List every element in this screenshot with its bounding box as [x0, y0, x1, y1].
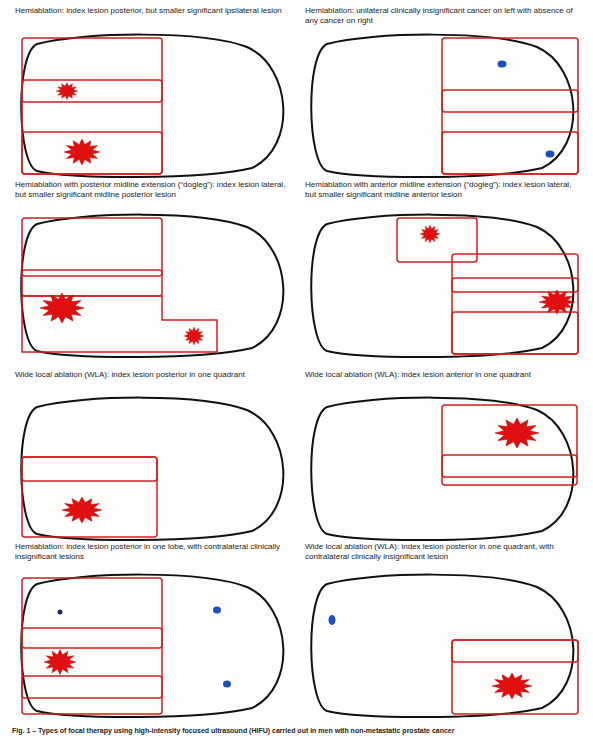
prostate-diagram — [302, 572, 582, 722]
insignificant-lesion — [546, 151, 555, 158]
index-lesion — [62, 497, 102, 523]
ablation-zone — [22, 457, 157, 537]
prostate-outline — [21, 35, 283, 177]
figure-caption: Fig. 1 – Types of focal therapy using hi… — [12, 726, 581, 735]
ablation-zone — [452, 640, 578, 662]
index-lesion — [44, 650, 76, 675]
prostate-diagram — [302, 32, 582, 182]
index-lesion — [64, 139, 100, 165]
prostate-diagram — [12, 572, 292, 722]
prostate-diagram — [302, 395, 582, 545]
ablation-zone — [452, 640, 578, 714]
ablation-zone — [22, 218, 162, 276]
ablation-zone — [22, 270, 162, 296]
index-lesion — [492, 673, 532, 699]
ablation-zone — [442, 405, 577, 485]
prostate-outline — [21, 575, 283, 717]
prostate-diagram — [12, 212, 292, 362]
index-lesion — [40, 293, 84, 323]
ablation-zone — [442, 38, 578, 174]
ablation-zone — [22, 676, 162, 698]
ablation-zone — [22, 628, 162, 648]
index-lesion — [539, 290, 575, 314]
lesion — [420, 225, 440, 243]
prostate-outline — [21, 215, 283, 357]
panel-heading: Hemiablation with anterior midline exten… — [305, 180, 577, 200]
panel-heading: Hemiablation: unilateral clinically insi… — [305, 6, 577, 26]
index-lesion — [495, 418, 539, 448]
prostate-outline — [311, 215, 573, 357]
insignificant-lesion — [213, 607, 221, 614]
ablation-zone — [442, 90, 578, 112]
panel-heading: Hemiablation: index lesion posterior, bu… — [15, 6, 287, 16]
ablation-zone — [442, 455, 577, 477]
ablation-zone — [22, 578, 162, 714]
lesion — [184, 327, 204, 345]
prostate-outline — [21, 398, 283, 540]
panel-heading: Wide local ablation (WLA): index lesion … — [15, 370, 287, 380]
panel-heading: Wide local ablation (WLA): index lesion … — [305, 370, 577, 380]
ablation-zone — [452, 278, 578, 292]
panel-heading: Wide local ablation (WLA): index lesion … — [305, 542, 577, 562]
prostate-outline — [311, 575, 573, 717]
panel-heading: Hemiablation with posterior midline exte… — [15, 180, 287, 200]
ablation-zone — [452, 254, 578, 354]
panel-heading: Hemiablation: index lesion posterior in … — [15, 542, 287, 562]
prostate-diagram — [12, 32, 292, 182]
ablation-zone — [22, 132, 162, 174]
insignificant-lesion — [58, 610, 63, 615]
ablation-zone — [452, 312, 578, 354]
lesion — [56, 83, 78, 100]
ablation-zone — [22, 80, 162, 102]
ablation-zone — [22, 457, 157, 481]
dogleg-ablation-zone — [397, 218, 477, 262]
insignificant-lesion — [498, 61, 507, 68]
insignificant-lesion — [223, 681, 231, 688]
prostate-diagram — [12, 395, 292, 545]
ablation-zone — [22, 38, 162, 174]
insignificant-lesion — [329, 615, 336, 625]
prostate-diagram — [302, 212, 582, 362]
ablation-zone — [442, 132, 578, 174]
